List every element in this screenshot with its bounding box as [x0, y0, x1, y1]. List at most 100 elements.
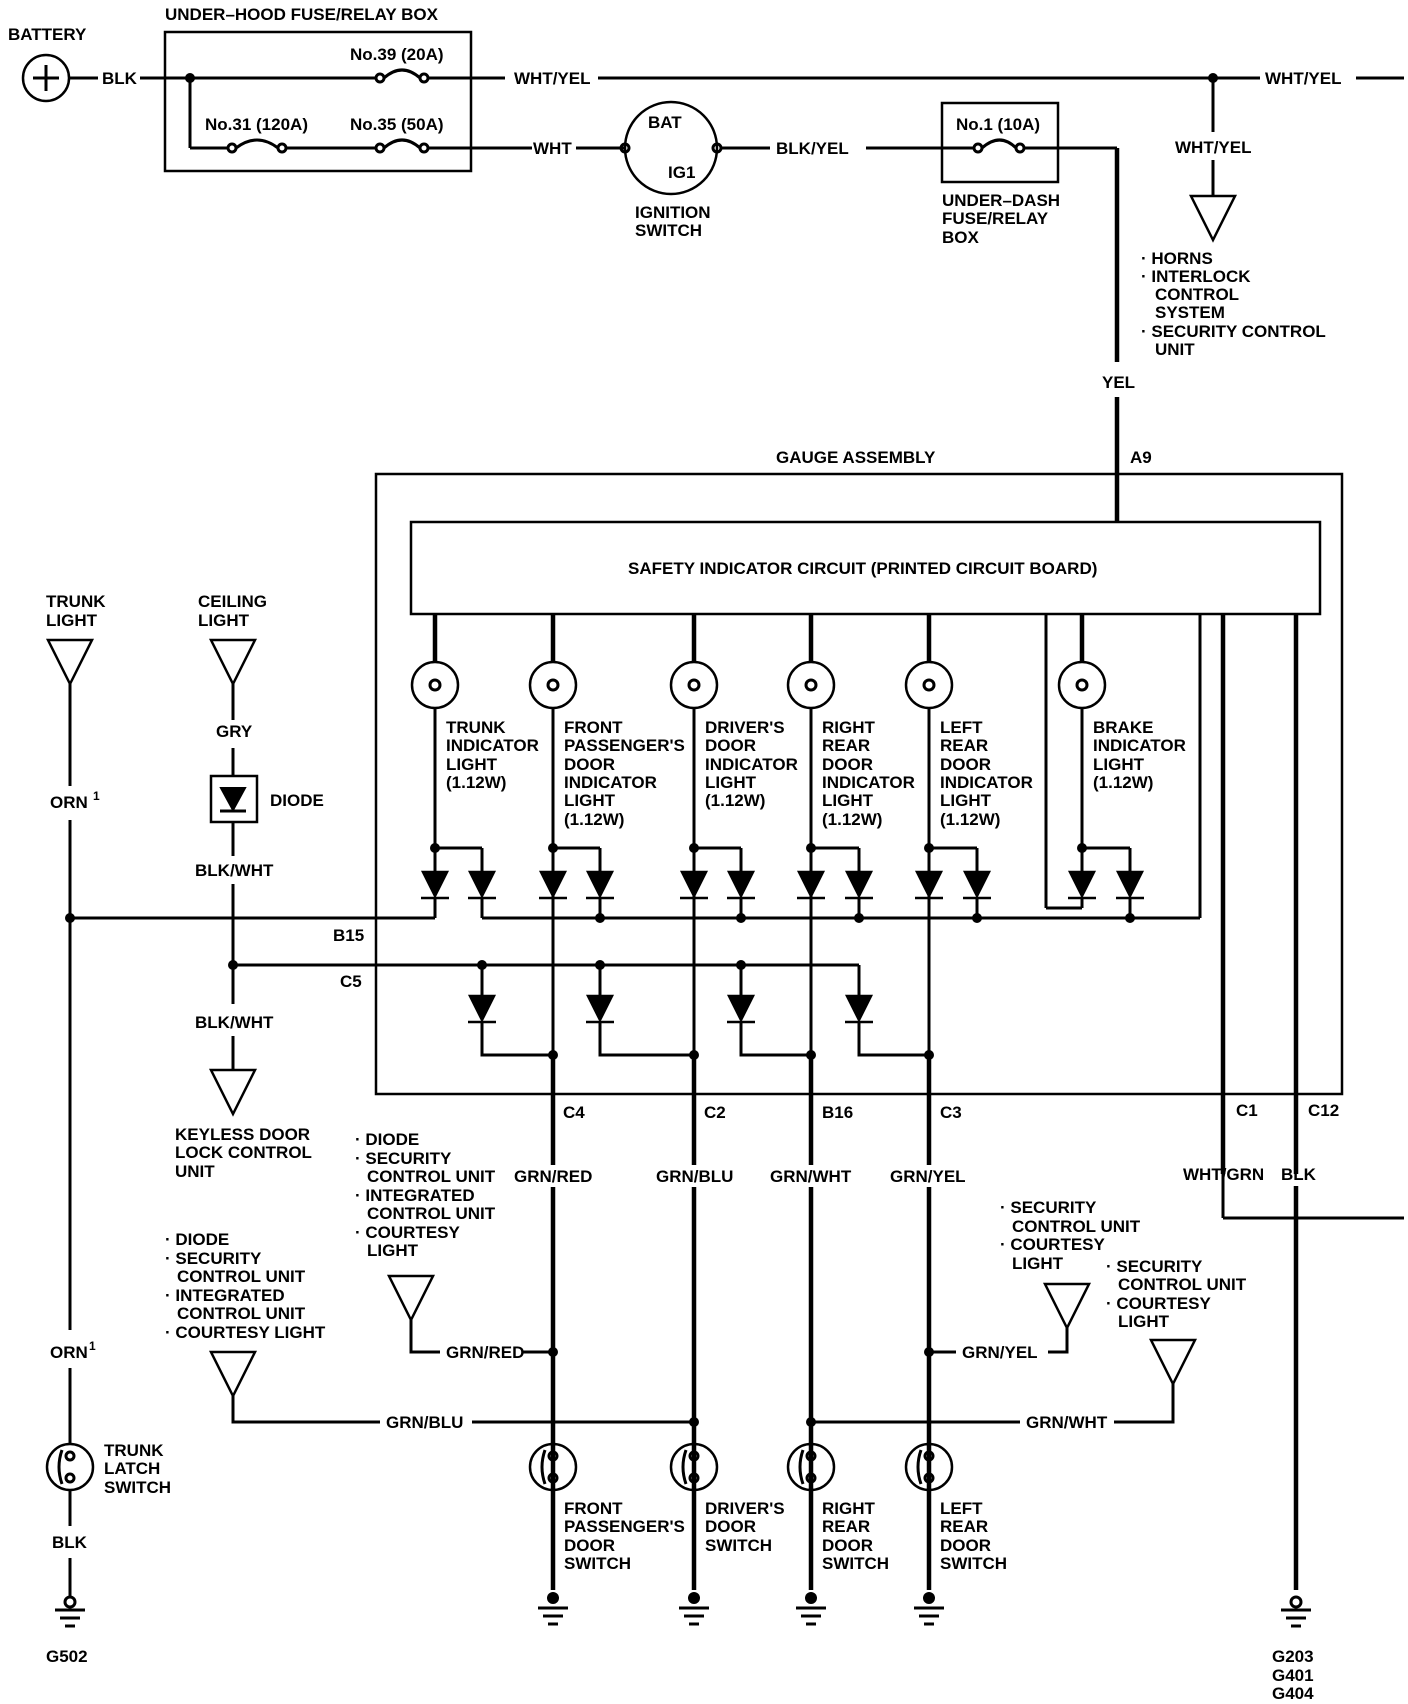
grn-wht-dest-2: CONTROL UNIT: [1118, 1275, 1247, 1294]
right-rear-indicator-label-6: (1.12W): [822, 810, 882, 829]
right-rear-door-switch-icon: [786, 1442, 836, 1492]
trunk-indicator-label-3: LIGHT: [446, 755, 498, 774]
diode-icon: [209, 774, 259, 824]
front-passenger-indicator-bulb-icon: [528, 660, 578, 710]
lower-diode-row-icon: [467, 994, 874, 1024]
trunk-latch-switch-icon: [45, 1442, 95, 1492]
left-rear-indicator-label-1: LEFT: [940, 718, 983, 737]
fuse-39-icon: [374, 68, 430, 84]
wire-label-grn-red-2: GRN/RED: [446, 1343, 524, 1362]
left-rear-switch-label-3: DOOR: [940, 1536, 991, 1555]
gauge-assembly-box: [374, 472, 1344, 1096]
under-dash-label-1: UNDER–DASH: [942, 191, 1060, 210]
brake-indicator-bulb-icon: [1057, 660, 1107, 710]
horns-dest-1: · HORNS: [1141, 249, 1213, 268]
left-rear-indicator-label-4: INDICATOR: [940, 773, 1033, 792]
left-rear-indicator-label-2: REAR: [940, 736, 988, 755]
trunk-light-label-1: TRUNK: [46, 592, 106, 611]
grn-red-destination-arrow: [386, 1274, 436, 1323]
safety-circuit-label: SAFETY INDICATOR CIRCUIT (PRINTED CIRCUI…: [628, 559, 1097, 578]
keyless-destination-arrow: [208, 1068, 258, 1117]
left-rear-indicator-bulb-icon: [904, 660, 954, 710]
fuse-35-icon: [374, 138, 430, 154]
grn-red-dest-4: · INTEGRATED: [355, 1186, 475, 1205]
under-hood-fuse-box: [163, 30, 473, 173]
driver-indicator-label-2: DOOR: [705, 736, 756, 755]
under-dash-fuse-box: [940, 101, 1060, 184]
fuse-31-label: No.31 (120A): [205, 115, 308, 134]
right-rear-indicator-bulb-icon: [786, 660, 836, 710]
wire-label-blk-g502: BLK: [52, 1533, 88, 1552]
door-switch-grounds-icon: [538, 1592, 944, 1626]
horns-dest-6: UNIT: [1155, 340, 1195, 359]
connector-c5: C5: [340, 972, 362, 991]
trunk-light-destination-arrow: [45, 638, 95, 687]
grn-blu-destination-arrow: [208, 1350, 258, 1399]
driver-indicator-label-3: INDICATOR: [705, 755, 798, 774]
right-rear-indicator-label-5: LIGHT: [822, 791, 874, 810]
right-rear-switch-label-3: DOOR: [822, 1536, 873, 1555]
driver-switch-label-2: DOOR: [705, 1517, 756, 1536]
battery-symbol: [21, 53, 71, 103]
brake-indicator-label-1: BRAKE: [1093, 718, 1153, 737]
connector-b16: B16: [822, 1103, 853, 1122]
wire-label-wht-grn: WHT/GRN: [1183, 1165, 1264, 1184]
front-pass-switch-label-4: SWITCH: [564, 1554, 631, 1573]
wire-label-grn-wht-1: GRN/WHT: [770, 1167, 852, 1186]
connector-c1: C1: [1236, 1101, 1258, 1120]
wire-label-grn-red-1: GRN/RED: [514, 1167, 592, 1186]
fuse-35-label: No.35 (50A): [350, 115, 444, 134]
grn-red-dest-6: · COURTESY: [355, 1223, 461, 1242]
trunk-indicator-label-1: TRUNK: [446, 718, 506, 737]
grn-red-dest-5: CONTROL UNIT: [367, 1204, 496, 1223]
wire-label-blk-top: BLK: [102, 69, 138, 88]
under-dash-label-2: FUSE/RELAY: [942, 209, 1049, 228]
wire-label-grn-yel-2: GRN/YEL: [962, 1343, 1038, 1362]
right-rear-indicator-label-4: INDICATOR: [822, 773, 915, 792]
driver-indicator-label-1: DRIVER'S: [705, 718, 785, 737]
ground-right-label-3: G404: [1272, 1684, 1314, 1703]
front-pass-switch-label-1: FRONT: [564, 1499, 623, 1518]
ceiling-light-destination-arrow: [208, 638, 258, 687]
connector-c2: C2: [704, 1103, 726, 1122]
driver-indicator-bulb-icon: [669, 660, 719, 710]
ceiling-light-label-2: LIGHT: [198, 611, 250, 630]
front-pass-indicator-label-5: LIGHT: [564, 791, 616, 810]
grn-yel-dest-1: · SECURITY: [1000, 1198, 1097, 1217]
trunk-indicator-label-4: (1.12W): [446, 773, 506, 792]
ignition-switch-symbol: [623, 100, 719, 196]
left-rear-indicator-label-3: DOOR: [940, 755, 991, 774]
wire-label-grn-yel-1: GRN/YEL: [890, 1167, 966, 1186]
fuse-39-label: No.39 (20A): [350, 45, 444, 64]
driver-indicator-label-4: LIGHT: [705, 773, 757, 792]
grn-red-dest-7: LIGHT: [367, 1241, 419, 1260]
connector-c4: C4: [563, 1103, 585, 1122]
front-passenger-door-switch-icon: [528, 1442, 578, 1492]
ground-right-icon: [1281, 1595, 1311, 1628]
grn-blu-dest-3: CONTROL UNIT: [177, 1267, 306, 1286]
wire-label-wht-yel-3: WHT/YEL: [1175, 138, 1252, 157]
left-rear-switch-label-1: LEFT: [940, 1499, 983, 1518]
right-rear-indicator-label-1: RIGHT: [822, 718, 876, 737]
wire-label-blk-wht-2: BLK/WHT: [195, 1013, 274, 1032]
wire-label-orn-bottom: ORN: [50, 1343, 88, 1362]
ground-right-label-2: G401: [1272, 1666, 1314, 1685]
right-rear-indicator-label-2: REAR: [822, 736, 870, 755]
ground-right-label-1: G203: [1272, 1647, 1314, 1666]
orn-bottom-footnote: 1: [89, 1339, 96, 1353]
right-rear-switch-label-4: SWITCH: [822, 1554, 889, 1573]
under-hood-box-label: UNDER–HOOD FUSE/RELAY BOX: [165, 5, 439, 24]
ceiling-light-label-1: CEILING: [198, 592, 267, 611]
fuse-1-icon: [972, 138, 1026, 154]
grn-yel-dest-2: CONTROL UNIT: [1012, 1217, 1141, 1236]
horns-destination-arrow: [1188, 194, 1238, 243]
ground-g502-label: G502: [46, 1647, 88, 1666]
horns-dest-4: SYSTEM: [1155, 303, 1225, 322]
connector-b15: B15: [333, 926, 364, 945]
wire-label-blk-wht-1: BLK/WHT: [195, 861, 274, 880]
right-rear-switch-label-2: REAR: [822, 1517, 870, 1536]
keyless-dest-3: UNIT: [175, 1162, 215, 1181]
wire-label-grn-blu-2: GRN/BLU: [386, 1413, 463, 1432]
left-rear-indicator-label-6: (1.12W): [940, 810, 1000, 829]
wire-label-gry: GRY: [216, 722, 253, 741]
